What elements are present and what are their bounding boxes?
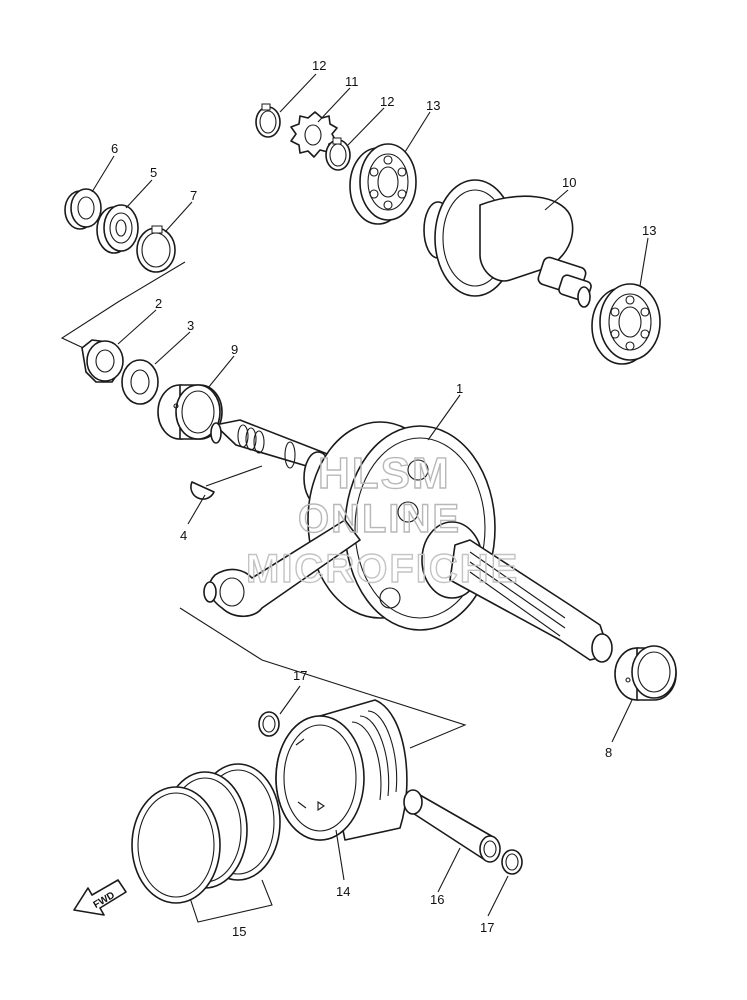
circlip-12a <box>255 103 281 138</box>
callout-15: 15 <box>232 924 246 939</box>
balancer-shaft-10 <box>423 179 592 308</box>
piston-pin-16 <box>403 789 501 863</box>
circlip-17b <box>501 849 523 875</box>
callout-3: 3 <box>187 318 194 333</box>
bearing-5 <box>96 204 139 254</box>
callout-2: 2 <box>155 296 162 311</box>
collar-8 <box>614 645 677 701</box>
callout-17b: 17 <box>480 920 494 935</box>
callout-12a: 12 <box>312 58 326 73</box>
callout-6: 6 <box>111 141 118 156</box>
watermark-line-3: MICROFICHE <box>246 547 519 591</box>
callout-11: 11 <box>345 74 359 89</box>
callout-4: 4 <box>180 528 187 543</box>
woodruff-key-4 <box>190 481 215 500</box>
callout-7: 7 <box>190 188 197 203</box>
callout-17a: 17 <box>293 668 307 683</box>
watermark-line-1: HLSM <box>318 449 451 498</box>
watermark: HLSM ONLINE MICROFICHE <box>245 448 519 591</box>
washer-3 <box>121 359 159 405</box>
collar-9 <box>157 384 223 440</box>
bearing-13a <box>349 143 417 225</box>
callout-10: 10 <box>562 175 576 190</box>
callout-9: 9 <box>231 342 238 357</box>
circlip-17a <box>258 711 280 737</box>
callout-5: 5 <box>150 165 157 180</box>
callout-16: 16 <box>430 892 444 907</box>
bearing-13b <box>591 283 661 365</box>
fwd-arrow-icon: FWD <box>73 879 127 916</box>
callout-labels: 12 11 12 13 10 13 6 5 7 2 3 9 1 4 8 17 1… <box>111 58 656 939</box>
callout-13a: 13 <box>426 98 440 113</box>
circlip-7 <box>136 225 176 273</box>
crankshaft-1 <box>203 419 613 663</box>
callout-14: 14 <box>336 884 350 899</box>
assembly-bracket-upper <box>60 261 186 353</box>
callout-12b: 12 <box>380 94 394 109</box>
assembly-bracket-lower <box>179 607 467 749</box>
leader-lines <box>91 73 649 917</box>
sprocket-11 <box>290 111 338 158</box>
callout-13b: 13 <box>642 223 656 238</box>
oil-seal-6 <box>64 188 102 230</box>
circlip-12b <box>325 137 351 171</box>
piston-14 <box>275 699 408 841</box>
piston-ring-set-15 <box>131 763 281 904</box>
nut-2 <box>81 339 124 383</box>
callout-8: 8 <box>605 745 612 760</box>
watermark-line-2: ONLINE <box>298 497 461 541</box>
callout-1: 1 <box>456 381 463 396</box>
